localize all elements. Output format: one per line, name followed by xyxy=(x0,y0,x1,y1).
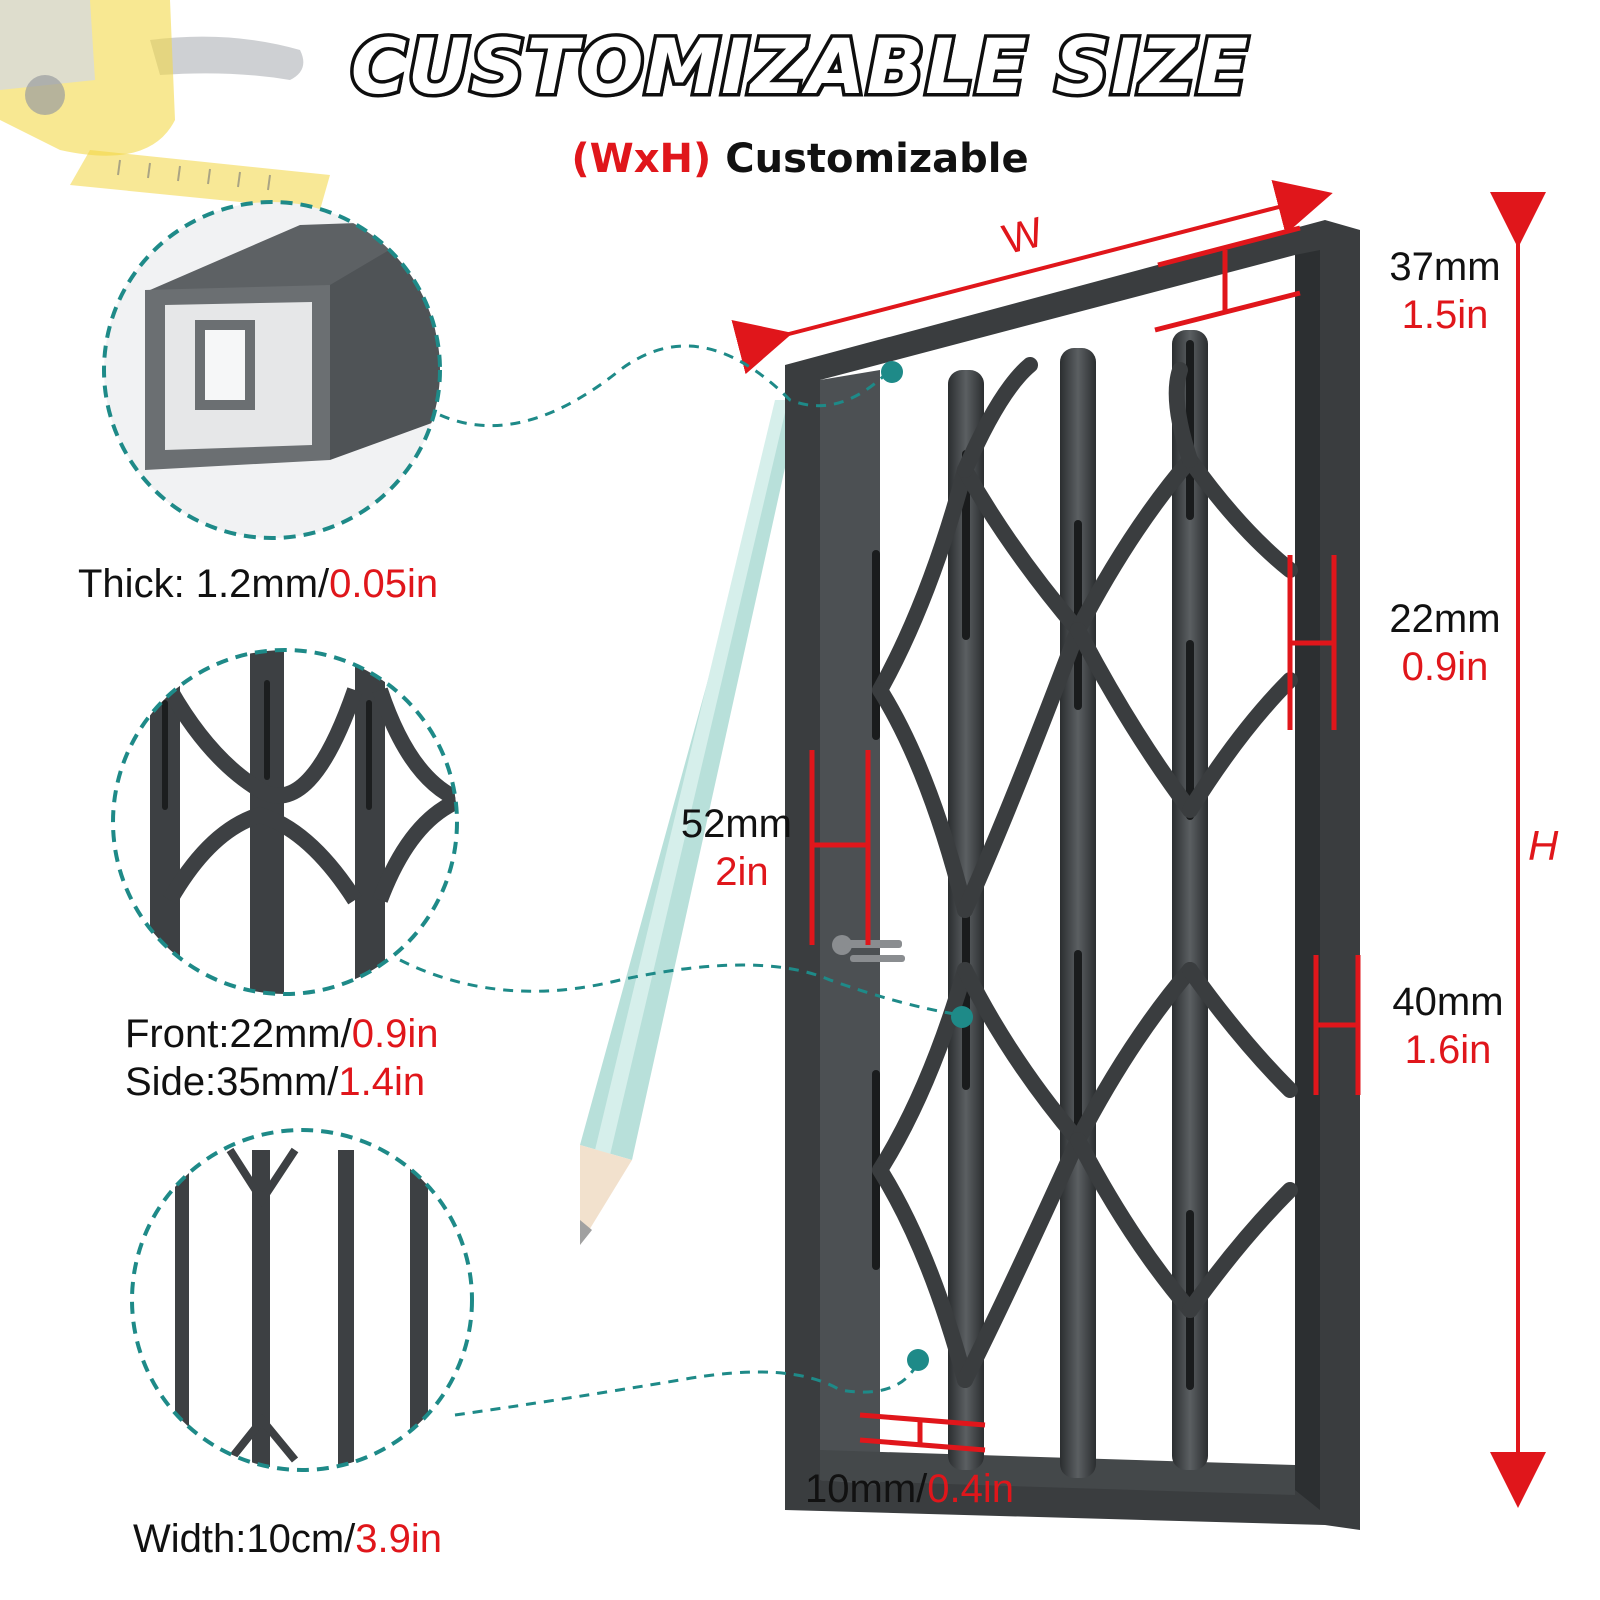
subtitle: (WxH) Customizable xyxy=(0,136,1600,182)
profile-detail-image xyxy=(104,202,440,538)
window-grille-image xyxy=(785,220,1360,1530)
width-detail-image xyxy=(132,1130,472,1470)
tape-measure-icon xyxy=(0,0,330,210)
bar-right-measure: 22mm 0.9in xyxy=(1389,597,1501,689)
subtitle-highlight: (WxH) xyxy=(571,136,712,182)
pencil-icon xyxy=(580,400,800,1245)
left-stile-measure: 52mm 2in xyxy=(680,802,792,894)
subtitle-text: Customizable xyxy=(725,136,1029,182)
profile-thickness-caption: Thick: 1.2mm/0.05in xyxy=(78,562,439,606)
page-title: CUSTOMIZABLE SIZE xyxy=(347,19,1251,115)
bar-side-caption: Side:35mm/1.4in xyxy=(125,1060,426,1104)
frame-top-measure: 37mm 1.5in xyxy=(1389,245,1501,337)
bar-front-caption: Front:22mm/0.9in xyxy=(125,1012,439,1056)
right-frame-measure: 40mm 1.6in xyxy=(1392,980,1504,1072)
bar-detail-image xyxy=(113,650,457,994)
width-caption: Width:10cm/3.9in xyxy=(133,1517,443,1561)
height-letter: H xyxy=(1528,822,1559,869)
bottom-gap-measure: 10mm/0.4in xyxy=(805,1467,1014,1511)
